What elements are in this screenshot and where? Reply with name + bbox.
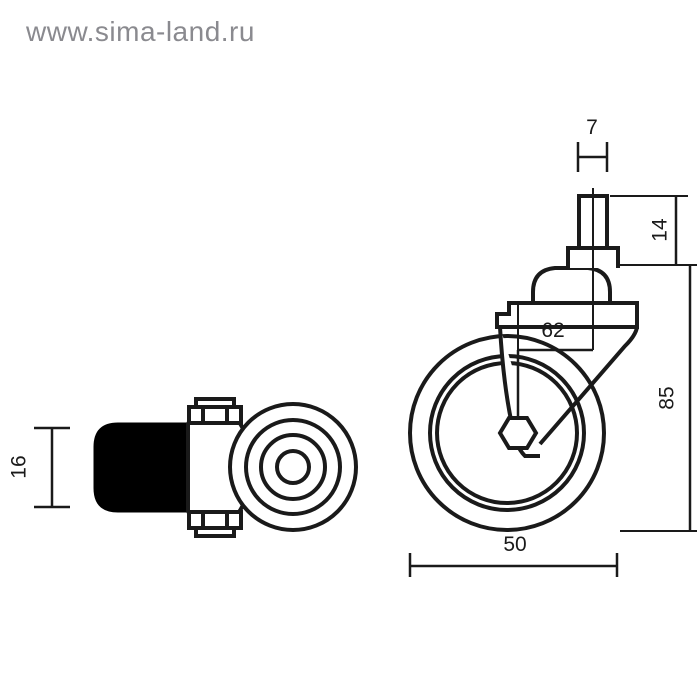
dimension-62: 62 [517,300,594,352]
dimension-14-label: 14 [649,218,672,242]
swivel-dome [531,266,612,305]
dimension-62-label: 62 [541,319,564,342]
side-view-group [408,188,639,532]
bolt-head-top [187,397,243,425]
dimension-50: 50 [408,533,619,577]
dimension-16-label: 16 [8,455,31,478]
hex-axle-nut [497,416,539,450]
fork-arm [538,326,639,446]
dimension-16: 16 [8,426,70,509]
dimension-7: 7 [576,116,609,172]
top-view-group [93,397,358,538]
dimension-7-label: 7 [586,116,598,139]
dimension-50-label: 50 [503,533,526,556]
mounting-plate [93,422,194,513]
top-view-wheel [228,402,358,532]
dimension-85-label: 85 [656,386,679,409]
watermark-text: www.sima-land.ru [26,16,255,47]
dimension-14: 14 [610,195,688,266]
bolt-head-bottom [187,510,243,538]
dimension-85: 85 [620,264,697,532]
